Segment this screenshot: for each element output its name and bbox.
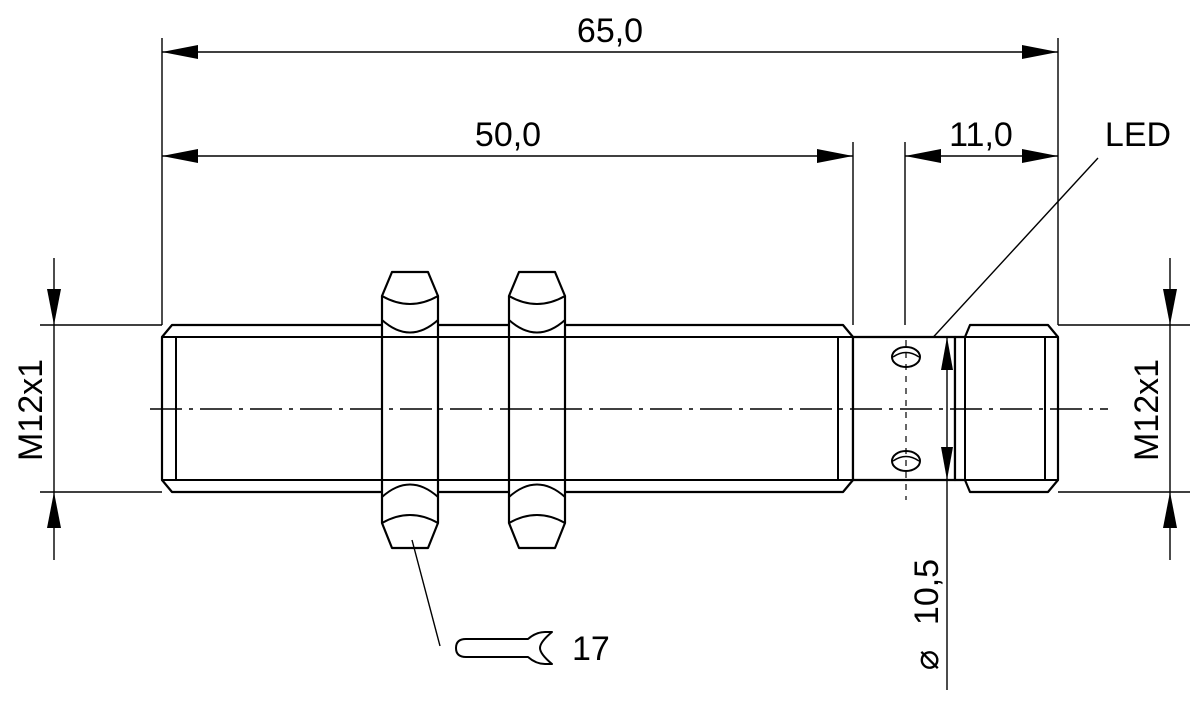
dimension-overall-length: 65,0 bbox=[162, 12, 1058, 59]
hex-nut-2 bbox=[507, 270, 567, 550]
wrench-icon bbox=[455, 631, 553, 665]
dimension-head-diameter: ⌀ 10,5 bbox=[908, 337, 953, 690]
dimension-thread-right: M12x1 bbox=[1128, 258, 1177, 560]
hex-nut-1 bbox=[380, 270, 440, 550]
thread-right-label: M12x1 bbox=[1128, 359, 1166, 461]
thread-left-label: M12x1 bbox=[12, 359, 50, 461]
dimension-thread-left: M12x1 bbox=[12, 258, 61, 560]
led-windows bbox=[891, 340, 921, 500]
dim-overall-length-label: 65,0 bbox=[577, 12, 643, 50]
wrench-size-label: 17 bbox=[572, 630, 610, 668]
extension-lines bbox=[40, 38, 1190, 493]
dim-head-length-label: 11,0 bbox=[949, 116, 1013, 154]
dimension-thread-length: 50,0 bbox=[162, 116, 853, 163]
head-diameter-label: 10,5 bbox=[908, 559, 946, 625]
wrench-callout: 17 bbox=[411, 539, 610, 668]
dimension-head-length: 11,0 bbox=[905, 116, 1058, 163]
led-callout: LED bbox=[914, 116, 1171, 358]
dim-thread-length-label: 50,0 bbox=[475, 116, 541, 154]
led-label: LED bbox=[1105, 116, 1171, 154]
diameter-icon: ⌀ bbox=[908, 650, 946, 670]
